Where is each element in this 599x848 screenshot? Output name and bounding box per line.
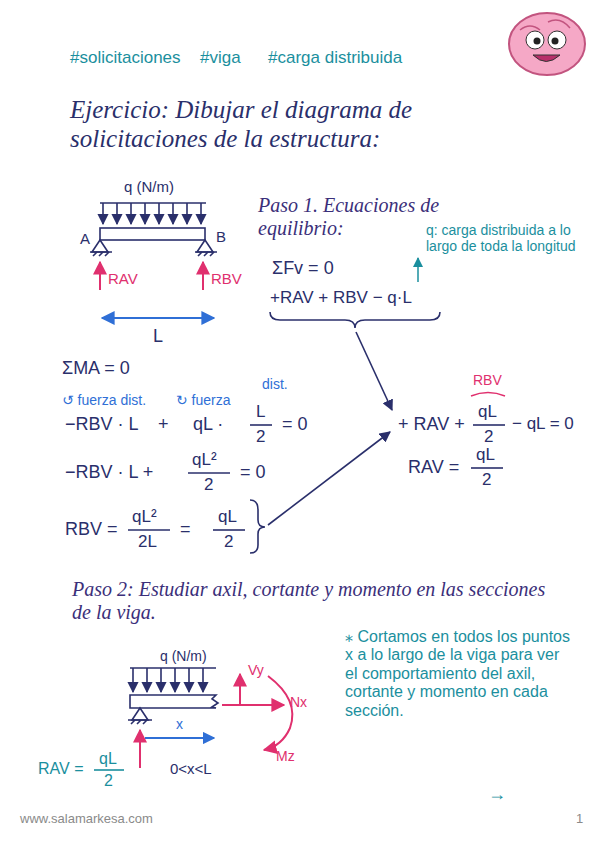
equation: + RAV + [398,414,465,435]
reaction-label: RAV [108,270,138,287]
numerator: qL² [192,450,217,470]
numerator: qL² [132,507,157,527]
load-arrow [144,203,146,224]
step-heading: Paso 2: Estudiar axil, cortante y moment… [72,578,552,624]
moment-label: Mz [276,748,295,764]
brace [270,312,440,328]
numerator: L [256,402,265,422]
leader-arrow [268,432,390,525]
tag: #carga distribuida [268,48,402,68]
moment-arrow [264,676,292,750]
position-arrow [145,737,214,739]
load-label: q (N/m) [124,178,174,195]
position-label: x [176,716,183,732]
equation: +RAV + RBV − q·L [270,288,412,308]
watermark: www.salamarkesa.com [20,812,153,827]
equation: −RBV · L + [65,462,153,483]
page-number: 1 [576,812,583,827]
tag: #solicitaciones [70,48,181,68]
equation: − qL = 0 [512,414,574,434]
annotation: dist. [262,376,288,392]
exercise-title: Ejercicio: Dibujar el diagrama de solici… [70,96,510,154]
load-label: q (N/m) [160,648,207,664]
dimension-arrow [102,317,214,319]
equation: qL · [193,414,223,435]
load-arrow [172,203,174,224]
equation: RBV = [65,519,118,540]
load-arrow [186,203,188,224]
equation: −RBV · L [65,414,139,435]
equation: ΣMA = 0 [62,358,130,379]
force-label: Nx [290,694,307,710]
beam-figure [90,203,217,256]
equation: = 0 [240,462,266,483]
shear-arrow [239,674,241,704]
note: q: carga distribuida a lo largo de toda … [426,222,589,254]
note-arrow: → [488,784,506,805]
equation: = [180,519,191,540]
denominator: 2 [256,427,265,447]
cut-beam-figure [128,668,218,724]
load-arrow [102,203,104,224]
brace [250,500,265,553]
equation: RAV = [38,760,84,778]
note-pointer [417,258,419,282]
numerator: qL [478,402,497,422]
load-arrow [116,203,118,224]
range-label: 0<x<L [170,760,212,777]
force-label: Vy [248,662,264,678]
load-arrow [202,668,204,692]
reaction-label: RBV [211,270,242,287]
equation: = 0 [282,414,308,435]
equation: ΣFv = 0 [272,258,334,279]
denominator: 2L [138,532,157,552]
brain-mascot [509,13,585,75]
reaction-arrow [202,262,204,290]
denominator: 2 [204,475,213,495]
axial-arrow [222,704,284,706]
support-label: B [216,228,226,245]
equation: RAV = [408,457,459,478]
reaction-arrow [99,262,101,290]
denominator: 2 [224,532,233,552]
dimension-label: L [153,326,163,347]
load-arrow [158,203,160,224]
load-arrow [188,668,190,692]
annotation: ↻ fuerza [176,392,231,408]
leader-arrow [356,332,392,410]
equation: + [158,414,169,435]
denominator: 2 [484,427,493,447]
numerator: qL [218,507,237,527]
annotation: ↺ fuerza dist. [62,392,146,408]
tag: #viga [200,48,241,68]
numerator: qL [476,445,495,465]
denominator: 2 [482,470,491,490]
load-arrow [146,668,148,692]
reaction-label: RBV [473,372,502,388]
load-arrow [174,668,176,692]
denominator: 2 [104,772,113,790]
load-arrow [200,203,202,224]
load-arrow [160,668,162,692]
load-arrow [130,203,132,224]
bracket [471,393,505,397]
note: ⁎ Cortamos en todos los puntos x a lo la… [345,628,573,720]
numerator: qL [99,750,117,768]
support-label: A [80,230,90,247]
reaction-arrow [139,730,141,768]
load-arrow [132,668,134,692]
